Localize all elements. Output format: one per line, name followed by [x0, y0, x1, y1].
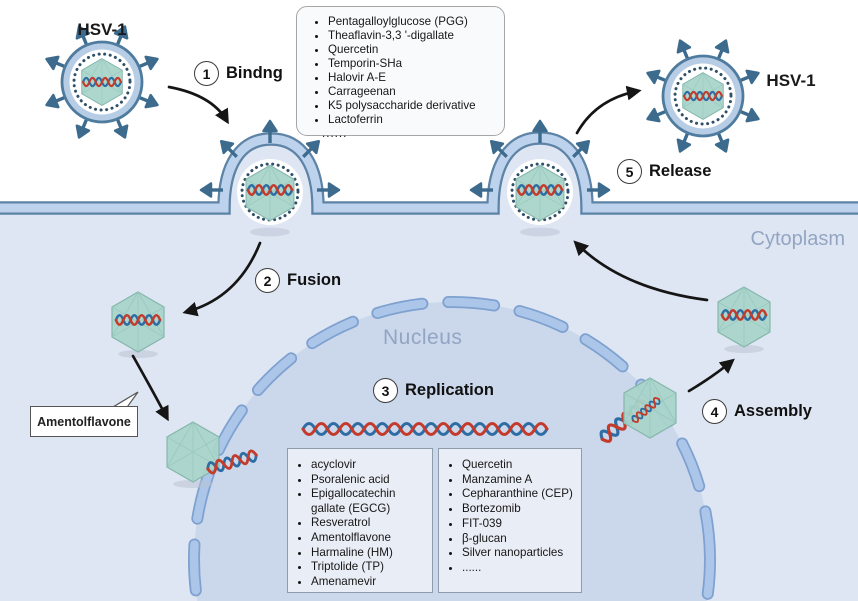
step-3-circle: 3	[373, 378, 398, 403]
hsv1-label-left: HSV-1	[77, 20, 127, 39]
step-1-label: Bindng	[226, 64, 283, 82]
list-item: Quercetin	[462, 458, 578, 472]
list-item: Lactoferrin	[328, 113, 498, 127]
amentolflavone-callout: Amentolflavone	[30, 406, 138, 437]
step-binding: 1 Bindng	[194, 61, 283, 86]
list-item: Bortezomib	[462, 502, 578, 516]
list-item: Amenamevir	[311, 575, 429, 589]
list-item: Pentagalloylglucose (PGG)	[328, 15, 498, 29]
hsv1-virion-right	[645, 38, 761, 154]
list-item: Resveratrol	[311, 516, 429, 530]
to-pore-arrow	[131, 354, 169, 422]
replication-inhibitors-list-right: Quercetin Manzamine A Cepharanthine (CEP…	[445, 458, 578, 575]
binding-inhibitors-list: Pentagalloylglucose (PGG) Theaflavin-3,3…	[309, 15, 498, 141]
list-item: Quercetin	[328, 43, 498, 57]
list-item-ellipsis: ......	[322, 127, 348, 140]
list-item: Carrageenan	[328, 85, 498, 99]
release-arrow	[575, 85, 642, 135]
assembly-arrow	[687, 358, 735, 393]
step-4-circle: 4	[702, 399, 727, 424]
list-item: Triptolide (TP)	[311, 560, 429, 574]
binding-arrow	[167, 85, 229, 125]
replication-inhibitors-list-left: acyclovir Psoralenic acid Epigallocatech…	[294, 458, 429, 589]
assembled-capsid	[717, 286, 771, 353]
step-fusion: 2 Fusion	[255, 268, 341, 293]
step-5-label: Release	[649, 162, 712, 180]
list-item: Psoralenic acid	[311, 473, 429, 487]
list-item: FIT-039	[462, 517, 578, 531]
capsid-at-nuclear-pore	[166, 421, 260, 488]
list-item: Amentolflavone	[311, 531, 429, 545]
list-item: Cepharanthine (CEP)	[462, 487, 578, 501]
plasma-membrane	[0, 131, 858, 215]
replication-inhibitors-box-right: Quercetin Manzamine A Cepharanthine (CEP…	[438, 448, 582, 593]
list-item: Silver nanoparticles	[462, 546, 578, 560]
step-4-label: Assembly	[734, 402, 812, 420]
list-item: Halovir A-E	[328, 71, 498, 85]
transport-arrow	[573, 240, 709, 302]
cytoplasm-label: Cytoplasm	[750, 228, 845, 250]
list-item: Theaflavin-3,3 '-digallate	[328, 29, 498, 43]
list-item: Harmaline (HM)	[311, 546, 429, 560]
step-release: 5 Release	[617, 159, 711, 184]
virus-budding-membrane	[469, 119, 611, 237]
list-item: ......	[462, 561, 578, 575]
list-item: acyclovir	[311, 458, 429, 472]
fusion-arrow	[182, 241, 262, 317]
step-1-circle: 1	[194, 61, 219, 86]
nucleus-label: Nucleus	[383, 326, 463, 349]
hsv1-virion-left	[44, 24, 160, 140]
list-item: β-glucan	[462, 532, 578, 546]
capsid-after-fusion	[111, 291, 165, 358]
binding-inhibitors-box: Pentagalloylglucose (PGG) Theaflavin-3,3…	[296, 6, 505, 140]
step-replication: 3 Replication	[373, 378, 494, 403]
step-2-circle: 2	[255, 268, 280, 293]
hsv1-label-right: HSV-1	[766, 71, 816, 90]
step-3-label: Replication	[405, 381, 494, 399]
list-item: Epigallocatechin gallate (EGCG)	[311, 487, 429, 515]
replication-inhibitors-box-left: acyclovir Psoralenic acid Epigallocatech…	[287, 448, 433, 593]
replication-dna-helix	[301, 422, 549, 436]
step-5-circle: 5	[617, 159, 642, 184]
arrows	[131, 85, 735, 422]
virus-binding-membrane	[199, 119, 341, 237]
step-assembly: 4 Assembly	[702, 399, 812, 424]
step-2-label: Fusion	[287, 271, 342, 289]
list-item: K5 polysaccharide derivative	[328, 99, 498, 113]
list-item: Temporin-SHa	[328, 57, 498, 71]
list-item: Manzamine A	[462, 473, 578, 487]
